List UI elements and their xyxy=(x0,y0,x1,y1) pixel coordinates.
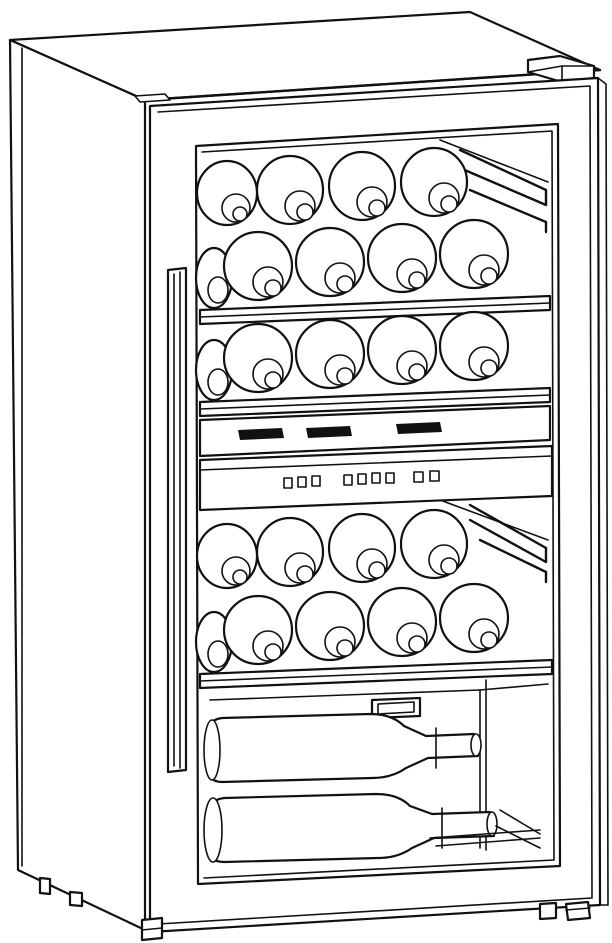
shelf xyxy=(198,658,554,690)
bottle-row xyxy=(194,310,510,402)
bottle-icon xyxy=(195,522,259,590)
control-button-icon xyxy=(343,474,353,486)
feet xyxy=(38,876,592,942)
hinge-icon xyxy=(526,54,596,84)
bottle-icon xyxy=(399,146,469,218)
cabinet xyxy=(8,10,602,932)
vent-slot-icon xyxy=(238,428,284,440)
cabinet-left-side xyxy=(8,38,147,932)
interior xyxy=(439,139,549,584)
bottle-icon xyxy=(438,310,510,382)
bottle-row xyxy=(195,508,469,590)
foot-icon xyxy=(68,890,84,908)
control-buttons xyxy=(283,470,440,489)
zone-divider xyxy=(198,404,552,458)
shelf xyxy=(198,386,552,418)
bottle-icon xyxy=(222,230,294,302)
bottle-icon xyxy=(255,154,325,226)
vent-slot-icon xyxy=(396,422,442,434)
bottle-icon xyxy=(399,508,469,580)
control-button-icon xyxy=(413,471,424,483)
control-button-icon xyxy=(385,472,395,484)
foot-icon xyxy=(564,900,592,922)
bottle-row xyxy=(194,218,510,310)
bottle-icon xyxy=(438,582,510,654)
control-panel xyxy=(198,444,554,512)
bottle-icon xyxy=(327,150,397,222)
control-button-icon xyxy=(283,477,293,489)
bottle-row xyxy=(194,582,510,674)
wire-rack xyxy=(429,809,541,849)
bottle-icon xyxy=(294,226,366,298)
bottle-icon xyxy=(195,159,259,227)
bottle-icon xyxy=(222,594,294,666)
vent-slot-icon xyxy=(306,426,352,438)
bracket-box xyxy=(370,696,422,720)
bottle-icon xyxy=(222,322,294,394)
door-handle xyxy=(166,266,188,774)
foot-icon xyxy=(538,901,558,921)
top-bracket xyxy=(134,93,171,103)
bottle-icon xyxy=(294,590,366,662)
bottle-icon xyxy=(438,218,510,290)
bottle-icon xyxy=(327,512,397,584)
shelf xyxy=(198,294,552,326)
bottle-icon xyxy=(194,246,234,310)
bottle-icon xyxy=(366,586,438,658)
foot-icon xyxy=(140,916,164,942)
bottle-icon xyxy=(366,222,438,294)
bottle-icon xyxy=(366,314,438,386)
control-button-icon xyxy=(297,476,307,488)
bottle-row xyxy=(195,146,469,227)
foot-icon xyxy=(38,876,52,896)
control-button-icon xyxy=(371,472,381,484)
control-button-icon xyxy=(429,470,440,482)
upper-zone xyxy=(194,146,552,418)
control-button-icon xyxy=(357,473,367,485)
bottle-icon xyxy=(255,516,325,588)
bottle-icon xyxy=(294,318,366,390)
bottle-icon xyxy=(203,792,498,864)
control-button-icon xyxy=(311,475,321,487)
lower-zone xyxy=(194,508,554,690)
bottle-icon xyxy=(203,712,482,784)
bottom-compartment xyxy=(203,679,549,864)
